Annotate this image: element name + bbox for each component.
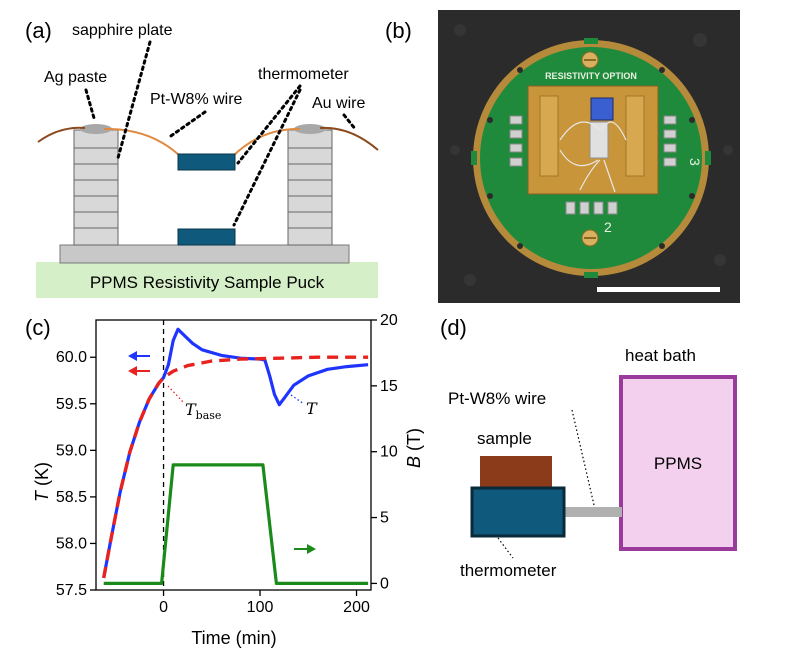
puck-base bbox=[36, 262, 378, 298]
foam-texture bbox=[450, 24, 733, 286]
leader-thermo-2 bbox=[232, 88, 302, 227]
x-axis-ticks: 0 100 200 bbox=[159, 590, 370, 616]
y-right-axis-ticks: 0 5 10 15 20 bbox=[371, 312, 398, 592]
y-left-title: T (K) bbox=[32, 462, 52, 502]
x-tick-label: 200 bbox=[343, 599, 370, 616]
au-wire-right bbox=[319, 126, 379, 151]
sample-block bbox=[177, 153, 236, 171]
t-leader bbox=[290, 394, 305, 405]
rim-notches bbox=[471, 38, 711, 278]
thermometer-block-d bbox=[470, 486, 566, 538]
ag-paste-left bbox=[80, 124, 112, 134]
panel-c: (c) 0 100 200 57.5 58.0 58.5 59.0 59.5 60.0 0 5 1… bbox=[25, 312, 424, 648]
pt-wire-link bbox=[562, 507, 622, 517]
panel-d: (d) heat bath PPMS Pt-W8% wire sample th… bbox=[440, 315, 737, 580]
arrow-blue bbox=[128, 351, 150, 361]
stage-pad-left bbox=[539, 95, 559, 177]
right-contact-pads bbox=[663, 115, 677, 167]
y-right-tick-label: 5 bbox=[380, 510, 389, 527]
leader-pt-wire-d bbox=[571, 409, 595, 506]
y-right-title: B (T) bbox=[404, 428, 424, 468]
x-tick-label: 0 bbox=[159, 599, 168, 616]
pad-number-2: 2 bbox=[604, 219, 612, 235]
rim-holes bbox=[487, 67, 695, 249]
au-wire-left bbox=[37, 126, 86, 143]
left-pillar bbox=[73, 129, 119, 246]
x-axis-title: Time (min) bbox=[191, 628, 276, 648]
ag-paste-label: Ag paste bbox=[44, 69, 107, 86]
panel-a: (a) PPMS Resistivity Sample Puck bbox=[25, 18, 379, 298]
ag-paste-right bbox=[294, 124, 326, 134]
t-label: T bbox=[306, 399, 318, 418]
leader-ag-paste bbox=[84, 88, 96, 120]
pt-wire-label-d: Pt-W8% wire bbox=[448, 389, 546, 408]
thermometer-chip bbox=[589, 121, 609, 159]
y-right-tick-label: 20 bbox=[380, 312, 398, 329]
y-left-tick-label: 58.0 bbox=[56, 535, 87, 552]
y-left-tick-label: 59.5 bbox=[56, 396, 87, 413]
right-pillar bbox=[287, 129, 333, 246]
pt-wire-right bbox=[232, 127, 301, 157]
ppms-box bbox=[619, 375, 737, 551]
y-left-tick-label: 59.0 bbox=[56, 442, 87, 459]
au-wire-label: Au wire bbox=[312, 95, 365, 112]
plot-frame bbox=[95, 319, 372, 591]
panel-c-label: (c) bbox=[25, 315, 51, 340]
board-text: RESISTIVITY OPTION bbox=[545, 71, 637, 81]
puck-label: PPMS Resistivity Sample Puck bbox=[90, 273, 325, 292]
thermometer-label-a: thermometer bbox=[258, 66, 349, 83]
pad-number-3: 3 bbox=[687, 158, 703, 166]
y-right-tick-label: 15 bbox=[380, 378, 398, 395]
arrow-red bbox=[128, 366, 150, 376]
scale-bar bbox=[597, 287, 720, 292]
pt-wire-label: Pt-W8% wire bbox=[150, 91, 243, 108]
leader-pt-wire bbox=[166, 110, 207, 140]
tbase-label: Tbase bbox=[185, 400, 221, 422]
panel-a-label: (a) bbox=[25, 18, 52, 43]
leader-au-wire bbox=[342, 113, 358, 132]
leader-thermometer-d bbox=[497, 537, 514, 559]
leader-sapphire bbox=[116, 40, 152, 160]
sapphire-plate-label: sapphire plate bbox=[72, 22, 173, 39]
thermometer-label-d: thermometer bbox=[460, 561, 557, 580]
panel-d-label: (d) bbox=[440, 315, 467, 340]
y-right-tick-label: 10 bbox=[380, 444, 398, 461]
series-T-line bbox=[102, 327, 369, 579]
y-left-tick-label: 60.0 bbox=[56, 349, 87, 366]
panel-b: (b) RESISTIVITY OPTION bbox=[385, 10, 740, 303]
y-left-axis-ticks: 57.5 58.0 58.5 59.0 59.5 60.0 bbox=[56, 349, 96, 599]
tbase-leader bbox=[167, 385, 184, 403]
sample-block-d bbox=[480, 456, 552, 488]
sample-chip bbox=[590, 97, 614, 121]
x-tick-label: 100 bbox=[247, 599, 274, 616]
base-plate bbox=[59, 244, 350, 264]
bottom-contact-pads bbox=[565, 201, 618, 215]
pt-wire-left bbox=[103, 127, 181, 157]
ppms-label: PPMS bbox=[654, 454, 702, 473]
arrow-green bbox=[294, 544, 316, 554]
leader-thermo-1 bbox=[236, 84, 302, 165]
heat-bath-label: heat bath bbox=[625, 346, 696, 365]
series-B-line bbox=[103, 463, 369, 585]
sample-label-d: sample bbox=[477, 429, 532, 448]
left-contact-pads bbox=[509, 115, 523, 167]
panel-b-label: (b) bbox=[385, 18, 412, 43]
y-left-tick-label: 57.5 bbox=[56, 582, 87, 599]
thermometer-block bbox=[177, 228, 236, 246]
stage-pad-right bbox=[625, 95, 645, 177]
series-Tbase-line bbox=[102, 355, 369, 579]
y-right-tick-label: 0 bbox=[380, 575, 389, 592]
y-left-tick-label: 58.5 bbox=[56, 489, 87, 506]
